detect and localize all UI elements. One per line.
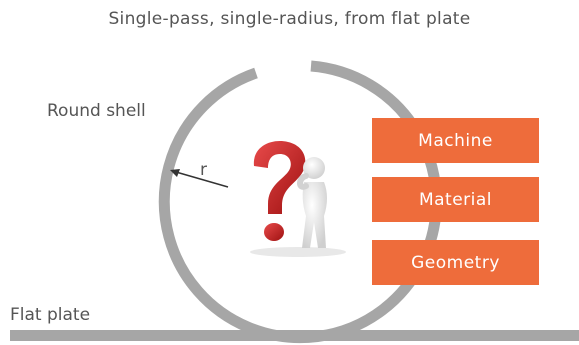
machine-box: Machine: [372, 118, 539, 163]
radius-arrow-icon: [170, 169, 229, 188]
flat-plate-label: Flat plate: [10, 305, 91, 325]
radius-label: r: [200, 160, 207, 180]
thinking-person-with-question-mark-icon: [250, 141, 346, 257]
round-shell-label: Round shell: [47, 101, 146, 121]
geometry-box: Geometry: [372, 240, 539, 285]
diagram-title: Single-pass, single-radius, from flat pl…: [108, 9, 471, 29]
material-box: Material: [372, 177, 539, 222]
flat-plate: [10, 330, 579, 341]
